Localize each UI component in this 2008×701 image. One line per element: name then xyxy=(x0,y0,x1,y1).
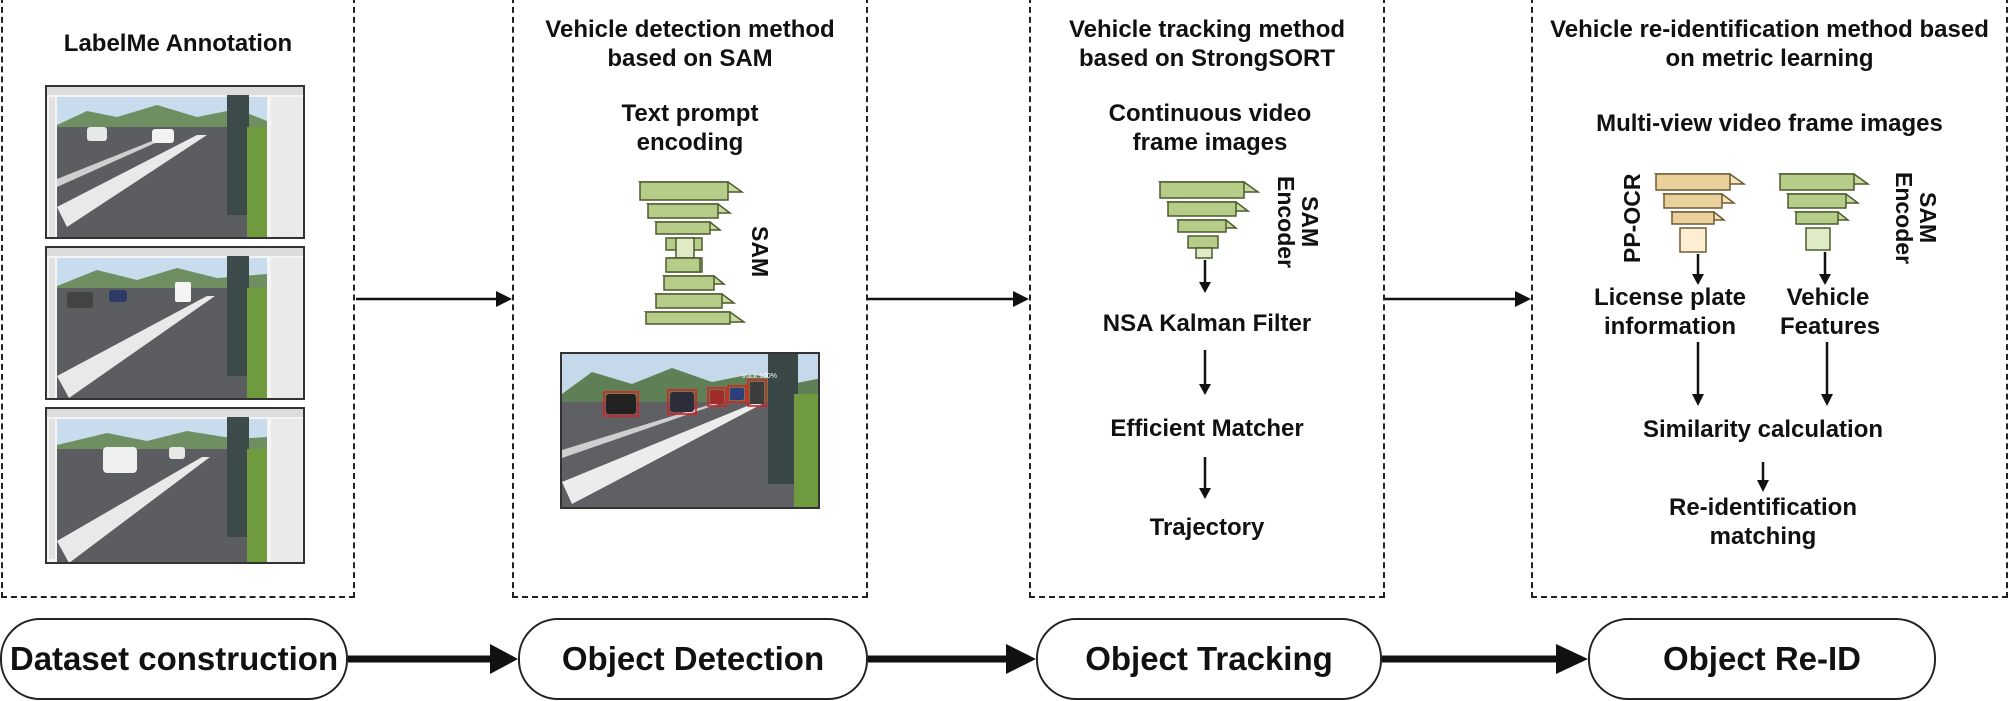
panel4-subtitle: Multi-view video frame images xyxy=(1596,110,1943,137)
panel-tracking xyxy=(1029,0,1385,598)
detection-result-image: truck 100% xyxy=(560,352,820,509)
sam-label: SAM xyxy=(747,226,774,278)
tracking-encoder-label: SAM Encoder xyxy=(1272,175,1323,269)
stage-dataset-construction: Dataset construction xyxy=(0,618,348,700)
panel3-title: Vehicle tracking method based on StrongS… xyxy=(1068,16,1346,72)
reid-similarity-calculation: Similarity calculation xyxy=(1642,416,1884,443)
panel3-subtitle: Continuous video frame images xyxy=(1108,100,1312,156)
panel4-title: Vehicle re-identification method based o… xyxy=(1550,16,1989,72)
reid-license-plate-info: License plate information xyxy=(1593,284,1747,340)
ppocr-label: PP-OCR xyxy=(1619,173,1645,263)
tracking-step-kalman: NSA Kalman Filter xyxy=(1102,310,1312,337)
panel1-title: LabelMe Annotation xyxy=(63,30,293,57)
panel-reid xyxy=(1531,0,2008,598)
stage-object-tracking: Object Tracking xyxy=(1036,618,1382,700)
annotation-screenshot-2 xyxy=(45,246,305,400)
reid-vehicle-features: Vehicle Features xyxy=(1780,284,1881,340)
annotation-screenshot-3 xyxy=(45,407,305,564)
panel2-subtitle: Text prompt encoding xyxy=(621,100,759,156)
stage-object-detection: Object Detection xyxy=(518,618,868,700)
stage-object-reid: Object Re-ID xyxy=(1588,618,1936,700)
reid-matching: Re-identification matching xyxy=(1668,494,1857,550)
panel2-title: Vehicle detection method based on SAM xyxy=(545,16,835,72)
tracking-step-trajectory: Trajectory xyxy=(1149,514,1265,541)
reid-encoder-label: SAM Encoder xyxy=(1890,171,1941,265)
tracking-step-matcher: Efficient Matcher xyxy=(1110,415,1304,442)
annotation-screenshot-1 xyxy=(45,85,305,239)
detection-tag: truck 100% xyxy=(742,373,777,380)
